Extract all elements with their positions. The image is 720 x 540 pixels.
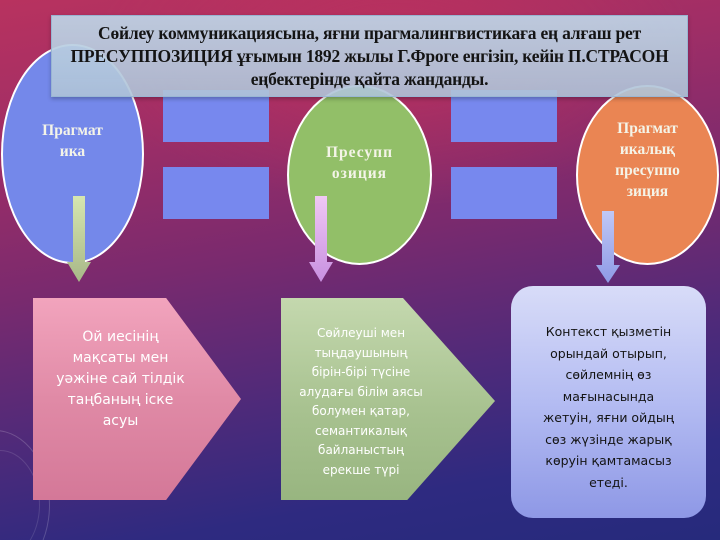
- description-line: сөйлемнің өз: [565, 367, 652, 382]
- decorative-rectangle: [451, 167, 557, 219]
- description-line: уәжіне сай тілдік: [56, 370, 185, 387]
- oval-label-line: пресуппо: [615, 162, 680, 179]
- description-box-context: Контекст қызметін орындай отырып, сөйлем…: [511, 286, 706, 518]
- description-line: асуы: [102, 412, 139, 429]
- oval-label: Прагмат ика: [42, 120, 103, 162]
- description-line: болумен қатар,: [312, 404, 410, 418]
- oval-label-line: ика: [59, 143, 86, 160]
- description-line: Ой иесінің: [82, 328, 159, 345]
- description-text: Сөйлеуші мен тыңдаушының бірін-бірі түсі…: [286, 324, 436, 480]
- decorative-rectangle: [163, 90, 269, 142]
- description-line: етеді.: [589, 474, 628, 490]
- down-arrow-icon: [596, 211, 620, 283]
- oval-label: Пресупп озиция: [326, 142, 393, 184]
- oval-label-line: Пресупп: [325, 144, 394, 161]
- description-line: орындай отырып,: [550, 345, 667, 361]
- oval-label-line: зиция: [626, 183, 669, 200]
- oval-label-line: Прагмат: [42, 122, 103, 139]
- oval-pragmatic-presupposition: Прагмат икалық пресуппо зиция: [576, 85, 719, 265]
- title-banner: Сөйлеу коммуникациясына, яғни прагмалинг…: [51, 15, 688, 97]
- description-line: жетуін, яғни ойдың: [543, 410, 674, 425]
- description-line: Сөйлеуші мен: [316, 326, 406, 340]
- description-line: көруін қамтамасыз: [545, 453, 672, 468]
- description-line: таңбаның іске: [67, 391, 174, 408]
- description-line: алудағы білім аясы: [299, 384, 423, 399]
- down-arrow-icon: [309, 196, 333, 282]
- down-arrow-icon: [67, 196, 91, 282]
- oval-label: Прагмат икалық пресуппо зиция: [615, 118, 680, 202]
- description-line: мақсаты мен: [72, 349, 169, 366]
- oval-label-line: Прагмат: [617, 120, 678, 137]
- description-line: байланыстың: [318, 443, 404, 457]
- description-box-knowledge: Сөйлеуші мен тыңдаушының бірін-бірі түсі…: [281, 298, 495, 500]
- description-line: тыңдаушының: [314, 345, 408, 360]
- description-line: сөз жүзінде жарық: [545, 431, 672, 447]
- description-line: семантикалық: [314, 423, 407, 438]
- decorative-rectangle: [163, 167, 269, 219]
- description-box-intent: Ой иесінің мақсаты мен уәжіне сай тілдік…: [33, 298, 241, 500]
- description-line: Контекст қызметін: [545, 324, 672, 339]
- description-text: Контекст қызметін орындай отырып, сөйлем…: [521, 321, 696, 493]
- title-text: Сөйлеу коммуникациясына, яғни прагмалинг…: [70, 22, 669, 89]
- oval-label-line: икалық: [619, 141, 676, 158]
- description-line: ерекше түрі: [322, 462, 400, 477]
- description-text: Ой иесінің мақсаты мен уәжіне сай тілдік…: [53, 327, 188, 432]
- decorative-rectangle: [451, 90, 557, 142]
- description-line: бірін-бірі түсіне: [311, 365, 411, 379]
- description-line: мағынасында: [562, 388, 655, 404]
- oval-label-line: озиция: [331, 165, 388, 182]
- oval-presupposition: Пресупп озиция: [287, 85, 432, 265]
